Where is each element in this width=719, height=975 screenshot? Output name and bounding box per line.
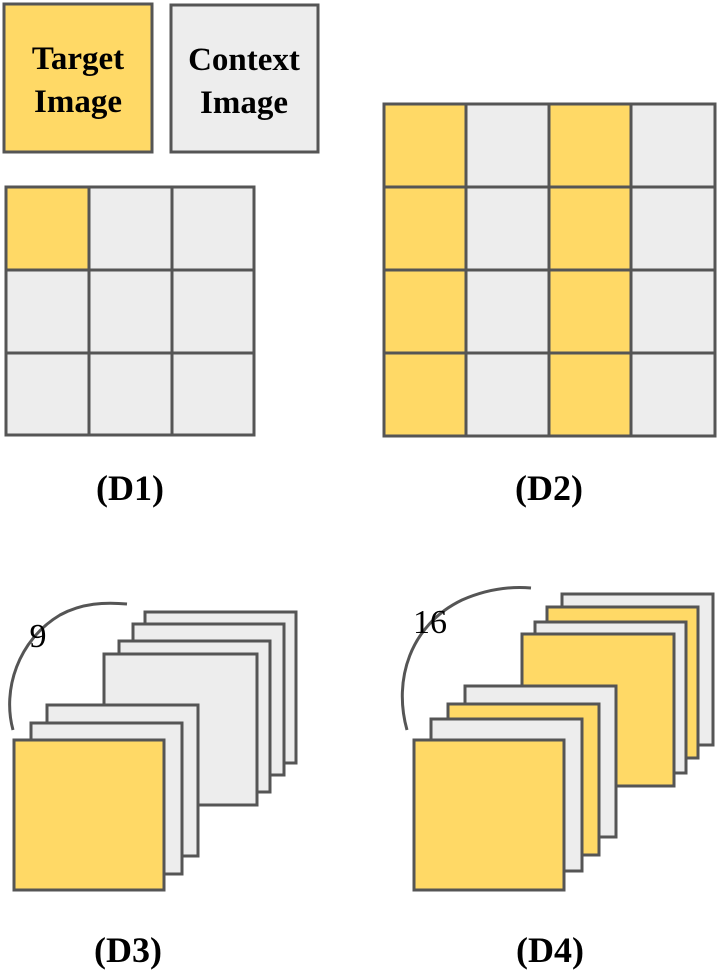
d1-cell-context: [6, 270, 89, 353]
legend-target-box: [2, 2, 154, 154]
d3-stack: [8, 601, 298, 892]
d1-cell-context: [89, 270, 172, 353]
d3-label: (D3): [94, 930, 162, 970]
d2-grid: [382, 102, 717, 438]
d1-label: (D1): [96, 468, 164, 508]
legend-target-line1: Target: [32, 41, 124, 77]
d3-count-arc: [8, 601, 128, 731]
d1-cell-context: [172, 353, 254, 435]
d1-cell-context: [89, 353, 172, 435]
d1-cell-context: [6, 353, 89, 435]
d1-cell-context: [172, 187, 254, 270]
d3-count: 9: [30, 618, 47, 655]
d4-count-arc: [400, 586, 532, 731]
d4-stack-target: [412, 738, 566, 892]
d4-stack: [400, 586, 715, 892]
d4-label: (D4): [516, 930, 584, 970]
d1-cell-context: [89, 187, 172, 270]
d1-cell-target: [6, 187, 89, 270]
legend-context-box: [169, 3, 320, 154]
legend-context-line1: Context: [188, 42, 300, 78]
legend-target-line2: Image: [34, 84, 122, 120]
d1-cell-context: [172, 270, 254, 353]
d3-stack-target: [12, 738, 166, 892]
legend-context-line2: Image: [200, 85, 288, 121]
d1-grid: [4, 185, 256, 437]
legend: Target Image Context Image: [2, 2, 320, 154]
d4-count: 16: [413, 604, 447, 641]
d2-label: (D2): [515, 468, 583, 508]
